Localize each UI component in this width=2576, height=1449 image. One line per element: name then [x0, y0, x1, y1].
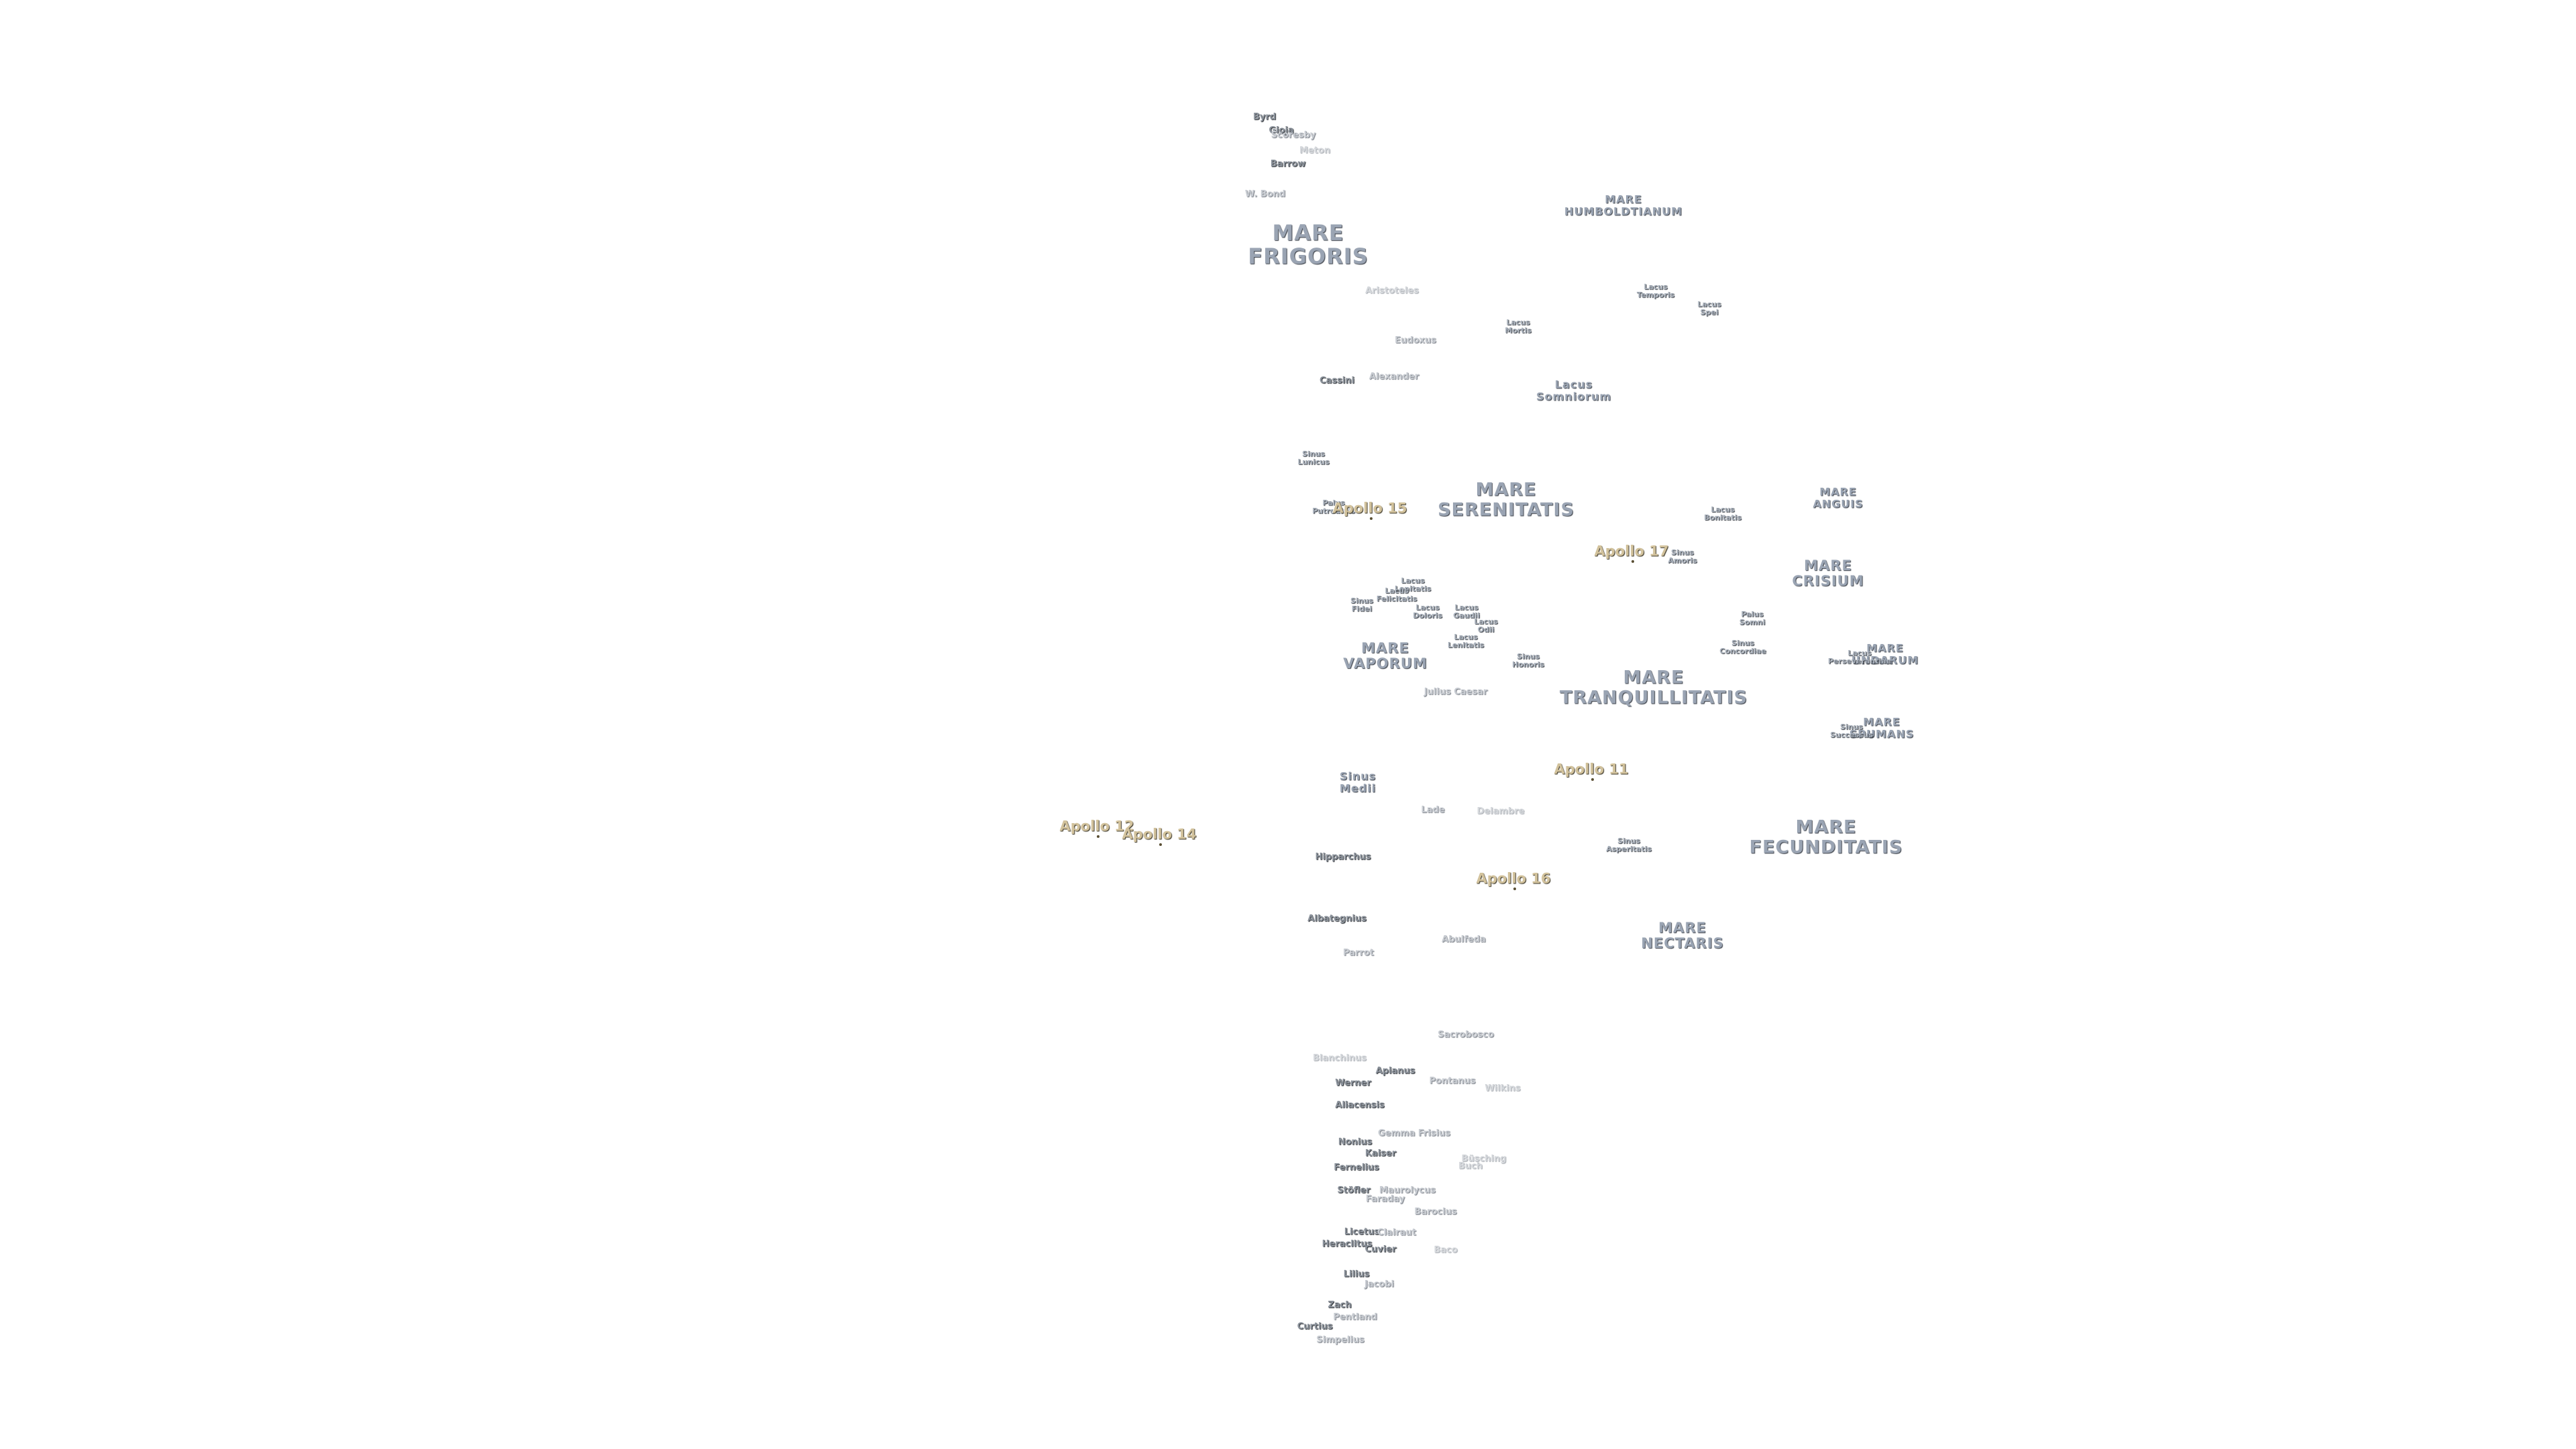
- feature-label-lacus-mortis: Lacus Mortis: [1505, 317, 1532, 335]
- crater-label-aristoteles: Aristoteles: [1365, 285, 1419, 296]
- crater-label-clairaut: Clairaut: [1377, 1227, 1416, 1238]
- crater-label-lilius: Lilius: [1343, 1269, 1370, 1279]
- landing-site-marker[interactable]: [1513, 888, 1516, 890]
- crater-label-heraclitus: Heraclitus: [1322, 1238, 1373, 1249]
- crater-label-licetus: Licetus: [1344, 1226, 1380, 1237]
- feature-label-sinus-medii: Sinus Medii: [1339, 769, 1377, 794]
- mare-label-mare-undarum: MARE UNDARUM: [1851, 641, 1919, 666]
- crater-label-scoresby: Scoresby: [1271, 129, 1316, 140]
- crater-label-barocius: Barocius: [1414, 1206, 1457, 1217]
- crater-label-julius-caesar: Julius Caesar: [1424, 686, 1488, 697]
- crater-label-nonius: Nonius: [1338, 1136, 1373, 1147]
- crater-label-zach: Zach: [1328, 1299, 1352, 1310]
- mare-label-mare-tranquillitatis: MARE TRANQUILLITATIS: [1559, 667, 1748, 708]
- crater-label-kaiser: Kaiser: [1364, 1148, 1397, 1159]
- crater-label-fernelius: Fernelius: [1334, 1162, 1379, 1173]
- crater-label-albategnius: Albategnius: [1307, 913, 1366, 924]
- crater-label-parrot: Parrot: [1343, 947, 1374, 958]
- crater-label-b-sching: Büsching: [1461, 1153, 1507, 1164]
- crater-label-w-bond: W. Bond: [1244, 189, 1286, 199]
- crater-label-wilkins: Wilkins: [1485, 1083, 1521, 1093]
- crater-label-eudoxus: Eudoxus: [1395, 335, 1436, 345]
- landing-site-marker[interactable]: [1591, 778, 1594, 781]
- crater-label-buch: Buch: [1458, 1161, 1483, 1171]
- apollo-landing-apollo-16[interactable]: Apollo 16: [1476, 870, 1551, 887]
- feature-label-lacus-doloris: Lacus Doloris: [1413, 602, 1442, 620]
- feature-label-sinus-successus: Sinus Successus: [1830, 722, 1873, 739]
- feature-label-sinus-fidei: Sinus Fidei: [1350, 596, 1373, 613]
- crater-label-pentland: Pentland: [1333, 1311, 1377, 1322]
- crater-label-cuvier: Cuvier: [1364, 1244, 1397, 1254]
- crater-label-byrd: Byrd: [1252, 111, 1277, 122]
- landing-site-marker[interactable]: [1370, 517, 1373, 520]
- crater-label-st-fler: Stöfler: [1337, 1185, 1371, 1195]
- crater-label-jacobi: Jacobi: [1364, 1279, 1395, 1289]
- crater-label-baco: Baco: [1434, 1244, 1458, 1255]
- mare-label-mare-frigoris: MARE FRIGORIS: [1248, 219, 1368, 269]
- feature-label-lacus-lenitatis: Lacus Lenitatis: [1447, 632, 1485, 649]
- crater-label-hipparchus: Hipparchus: [1315, 851, 1371, 862]
- feature-label-lacus-lenitatis: Lacus Lenitatis: [1394, 576, 1432, 593]
- crater-label-curtius: Curtius: [1297, 1321, 1333, 1332]
- landing-site-marker[interactable]: [1097, 835, 1099, 838]
- landing-site-marker[interactable]: [1631, 560, 1634, 563]
- mare-label-mare-anguis: MARE ANGUIS: [1813, 485, 1864, 510]
- feature-label-sinus-amoris: Sinus Amoris: [1668, 547, 1697, 565]
- feature-label-sinus-honoris: Sinus Honoris: [1512, 651, 1544, 669]
- crater-label-sacrobosco: Sacrobosco: [1438, 1029, 1494, 1040]
- crater-label-werner: Werner: [1335, 1077, 1371, 1088]
- crater-label-aliacensis: Aliacensis: [1335, 1099, 1385, 1110]
- mare-label-mare-vaporum: MARE VAPORUM: [1343, 639, 1428, 672]
- crater-label-delambre: Delambre: [1477, 806, 1525, 816]
- feature-label-lacus-temporis: Lacus Temporis: [1636, 282, 1675, 299]
- feature-label-sinus-concordiae: Sinus Concordiae: [1719, 638, 1766, 655]
- crater-label-barrow: Barrow: [1270, 158, 1306, 169]
- feature-label-sinus-lunicus: Sinus Lunicus: [1297, 449, 1330, 466]
- crater-label-simpelius: Simpelius: [1316, 1334, 1364, 1345]
- apollo-landing-apollo-11[interactable]: Apollo 11: [1554, 761, 1629, 777]
- apollo-landing-apollo-15[interactable]: Apollo 15: [1332, 500, 1407, 517]
- apollo-landing-apollo-12[interactable]: Apollo 12: [1059, 818, 1134, 835]
- feature-label-lacus-felicitatis: Lacus Felicitatis: [1376, 586, 1417, 603]
- crater-label-cassini: Cassini: [1320, 375, 1354, 386]
- crater-label-lade: Lade: [1421, 804, 1445, 815]
- crater-label-abulfeda: Abulfeda: [1442, 934, 1486, 945]
- feature-label-palus-somni: Palus Somni: [1739, 609, 1766, 627]
- crater-label-pontanus: Pontanus: [1429, 1075, 1476, 1086]
- crater-label-gemma-frisius: Gemma Frisius: [1378, 1128, 1450, 1138]
- crater-label-maurolycus: Maurolycus: [1379, 1185, 1436, 1195]
- crater-label-alexander: Alexander: [1368, 371, 1419, 382]
- mare-label-mare-serenitatis: MARE SERENITATIS: [1438, 479, 1574, 520]
- mare-label-mare-spumans: MARE SPUMANS: [1849, 715, 1915, 740]
- landing-site-marker[interactable]: [1159, 843, 1162, 846]
- feature-label-palus-putredinis: Palus Putredinis: [1312, 498, 1355, 515]
- crater-label-blanchinus: Blanchinus: [1312, 1053, 1367, 1063]
- crater-label-faraday: Faraday: [1365, 1193, 1405, 1204]
- mare-label-mare-humboldtianum: MARE HUMBOLDTIANUM: [1564, 193, 1683, 217]
- feature-label-lacus-perseverantiae: Lacus Perseverantiae: [1827, 648, 1892, 665]
- feature-label-lacus-somniorum: Lacus Somniorum: [1536, 378, 1612, 402]
- crater-label-apianus: Apianus: [1375, 1065, 1415, 1076]
- feature-label-lacus-bonitatis: Lacus Bonitatis: [1704, 504, 1741, 522]
- feature-label-lacus-spei: Lacus Spei: [1697, 299, 1721, 317]
- mare-label-mare-fecunditatis: MARE FECUNDITATIS: [1749, 816, 1903, 857]
- crater-label-meton: Meton: [1299, 145, 1331, 156]
- feature-label-lacus-gaudii: Lacus Gaudii: [1453, 602, 1480, 620]
- mare-label-mare-crisium: MARE CRISIUM: [1792, 557, 1864, 589]
- feature-label-sinus-asperitatis: Sinus Asperitatis: [1606, 836, 1652, 853]
- apollo-landing-apollo-14[interactable]: Apollo 14: [1122, 826, 1197, 843]
- feature-label-lacus-odii: Lacus Odii: [1474, 616, 1498, 634]
- apollo-landing-apollo-17[interactable]: Apollo 17: [1594, 543, 1669, 559]
- crater-label-gioja: Gioja: [1269, 125, 1294, 136]
- mare-label-mare-nectaris: MARE NECTARIS: [1641, 919, 1724, 951]
